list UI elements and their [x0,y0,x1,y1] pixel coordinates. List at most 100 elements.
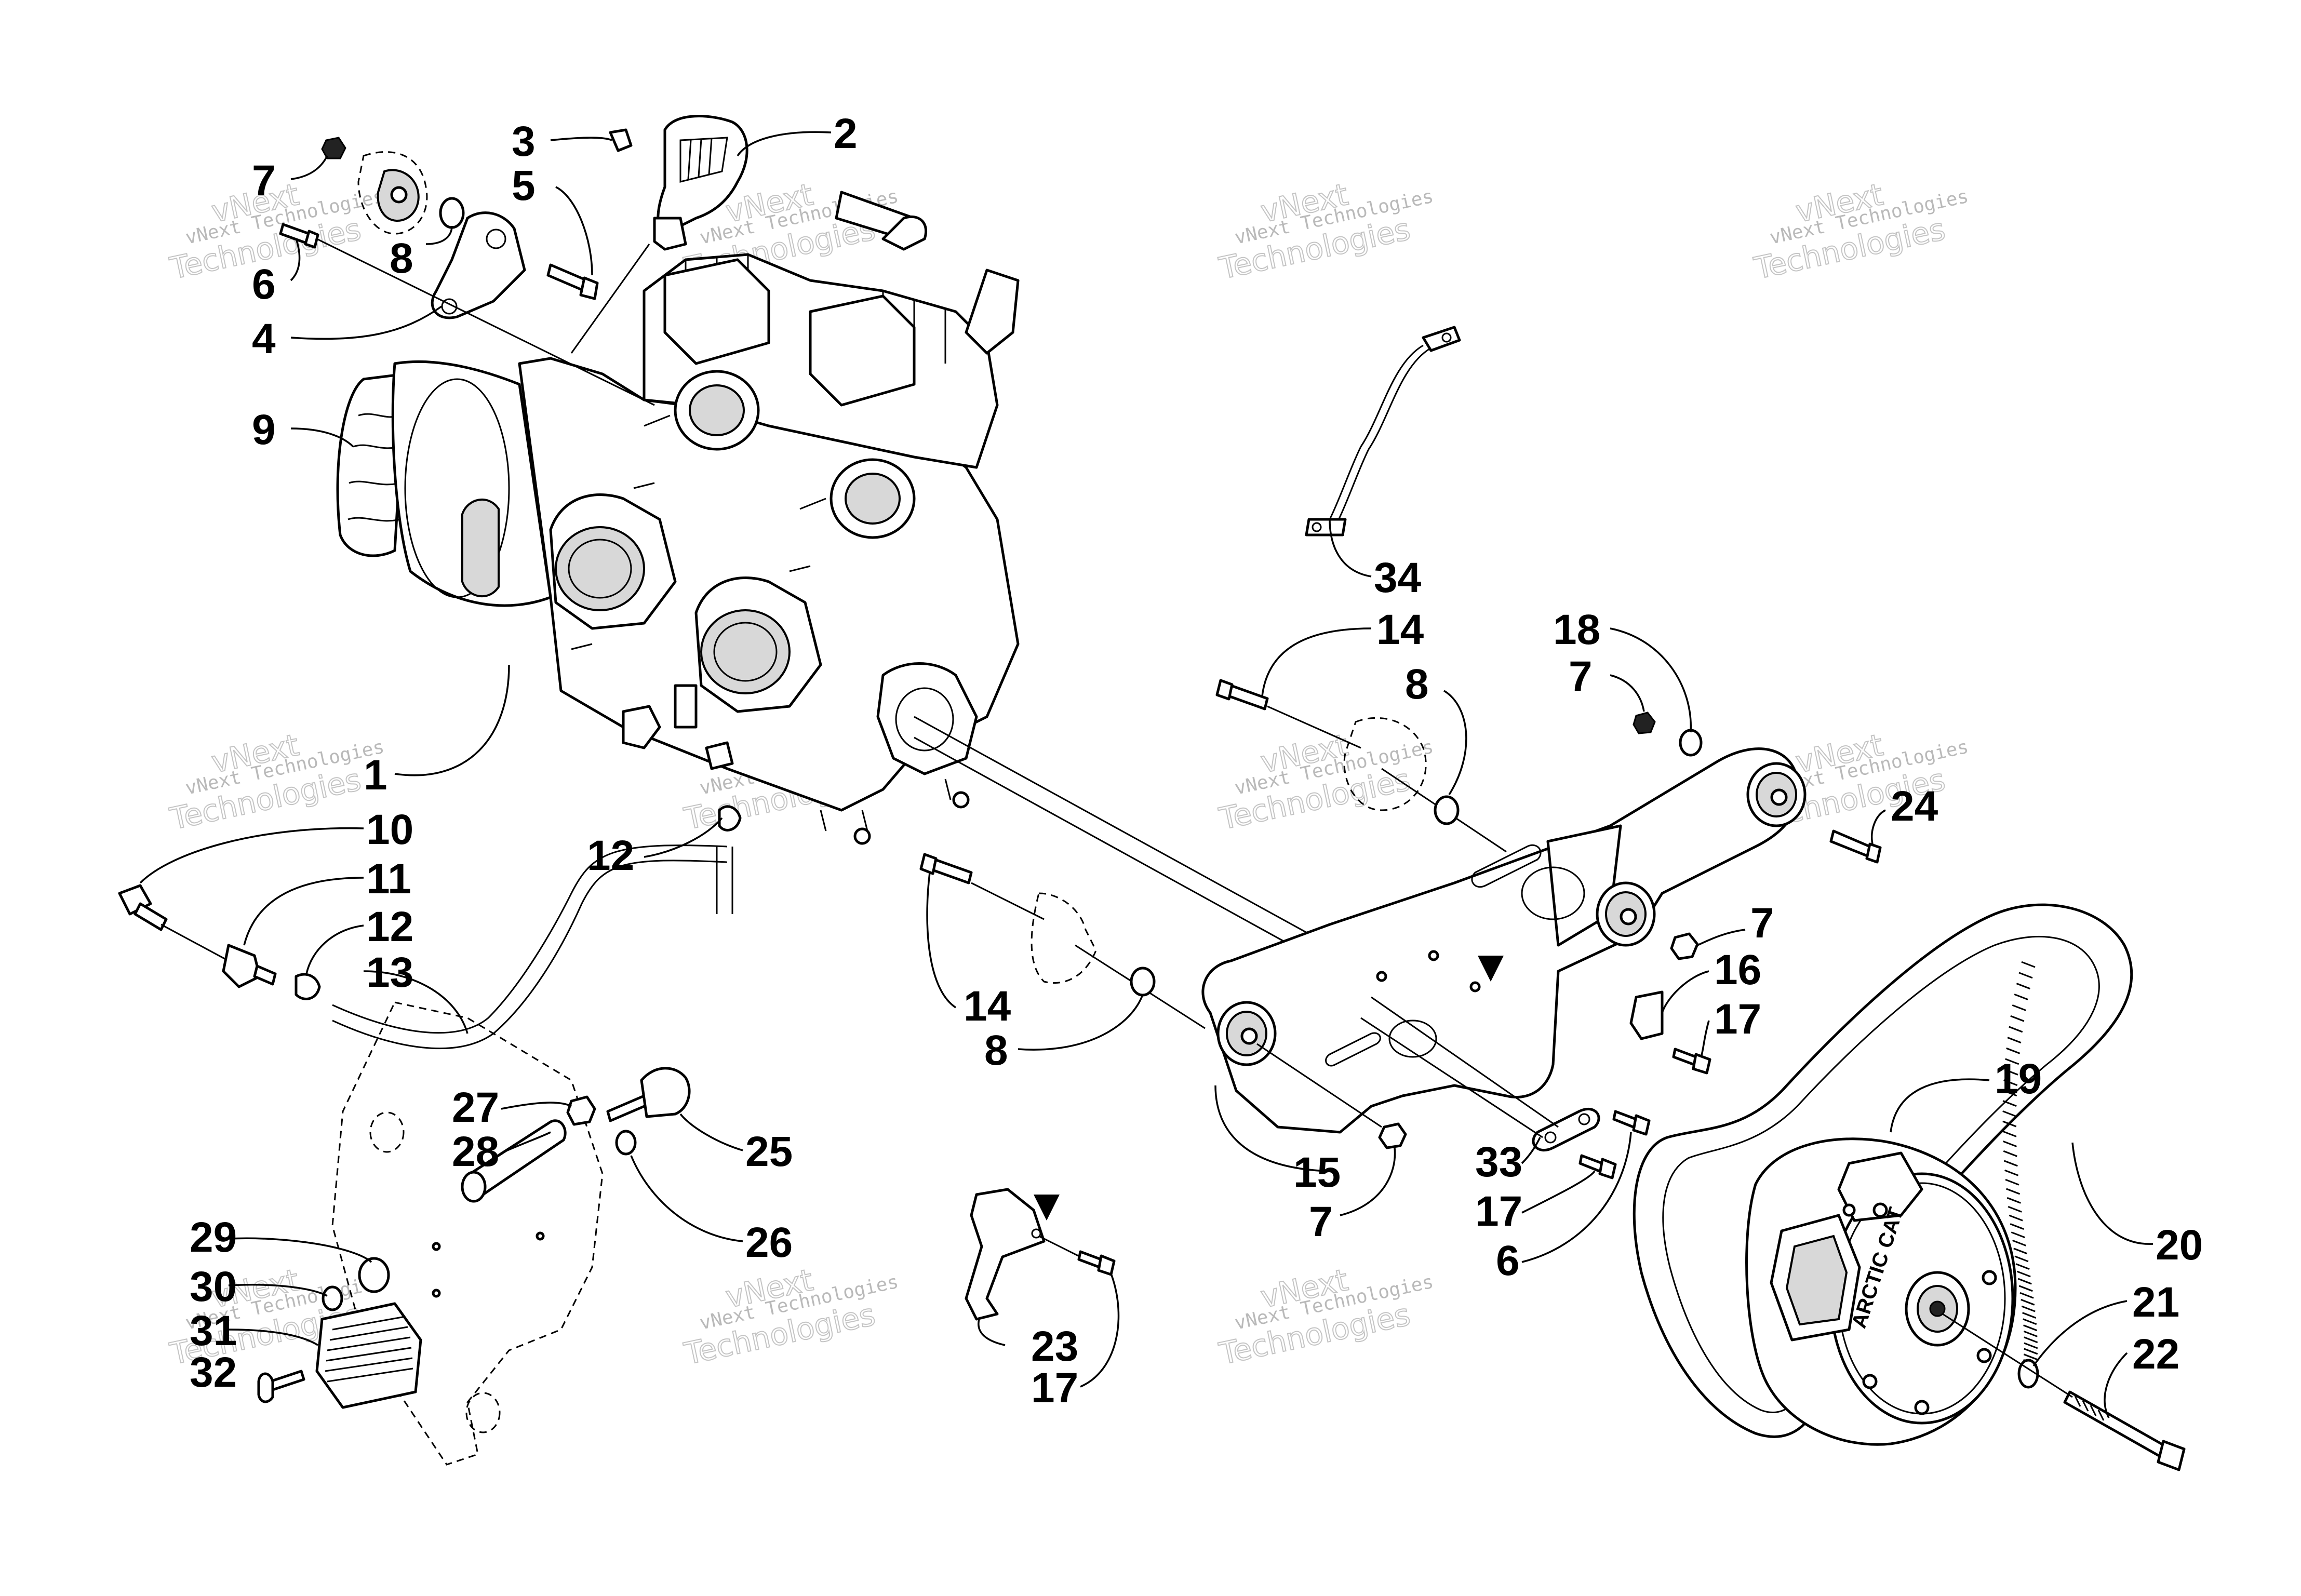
belt-tooth [2003,1150,2017,1157]
belt-tooth [2016,1270,2031,1278]
belt-tooth [2002,1120,2017,1128]
belt-tooth [2002,1130,2017,1137]
callout-13: 13 [366,949,413,996]
belt-tooth [2018,972,2033,979]
callout-4: 4 [252,315,276,363]
belt-tooth [2002,1110,2017,1117]
engine-assembly [336,191,1330,962]
callout-3: 3 [512,118,536,165]
bracket-23 [965,1188,1116,1321]
belt-tooth [2006,1197,2021,1204]
callout-25: 25 [745,1128,793,1175]
callout-17: 17 [1714,996,1761,1043]
belt-tooth [2008,1206,2022,1213]
callout-labels: 1 2 3 4 5 6 6 7 7 7 7 8 8 8 9 10 11 12 1… [190,110,2203,1412]
callout-10: 10 [366,806,413,853]
belt-tooth [2023,1318,2037,1325]
belt-tooth [2017,1278,2032,1285]
belt-tooth [2023,1330,2038,1337]
callout-27: 27 [452,1084,499,1131]
belt-tooth [2003,1079,2018,1086]
callout-7: 7 [252,157,276,204]
belt-tooth [2012,1240,2027,1246]
callout-21: 21 [2132,1279,2179,1326]
belt-tooth [2002,1100,2017,1107]
belt-tooth [2021,961,2036,968]
belt-tooth [2011,1231,2025,1239]
callout-12: 12 [587,832,634,879]
regulator-bracket-group [257,1001,691,1466]
belt-tooth [2003,1141,2017,1147]
clip-3 [609,128,633,152]
callout-30: 30 [190,1263,237,1310]
callout-15: 15 [1293,1149,1341,1196]
callout-16: 16 [1714,946,1761,994]
belt-tooth [2022,1312,2037,1319]
callout-11: 11 [366,855,411,903]
callout-18: 18 [1553,606,1600,653]
belt-tooth [2003,1160,2018,1167]
callout-14: 14 [1376,606,1424,653]
oil-line-assembly [118,805,742,1050]
callout-33: 33 [1475,1138,1522,1186]
belt-tooth [2009,1026,2023,1033]
belt-tooth [2003,1090,2017,1097]
callout-28: 28 [452,1128,499,1175]
callout-17: 17 [1475,1188,1522,1235]
callout-29: 29 [190,1214,237,1261]
callout-8: 8 [390,235,413,282]
callout-6: 6 [252,261,276,308]
belt-tooth [2024,1342,2038,1349]
callout-34: 34 [1374,554,1422,601]
callout-7: 7 [1309,1198,1333,1245]
belt-tooth [2021,1305,2036,1312]
callout-8: 8 [984,1027,1008,1074]
belt-tooth [2005,1178,2019,1186]
callout-19: 19 [1995,1055,2042,1103]
belt-tooth [2010,1015,2025,1022]
callout-23: 23 [1031,1323,1078,1370]
belt-tooth [2009,1214,2023,1222]
belt-tooth [2015,1263,2030,1270]
drive-plate [1034,747,1807,1221]
callout-17: 17 [1031,1364,1078,1412]
belt-tooth [2019,1292,2034,1299]
belt-tooth [2021,1298,2035,1306]
callout-22: 22 [2132,1331,2179,1378]
belt-tooth [2014,1255,2029,1263]
belt-tooth [2004,1068,2018,1076]
engine-mount-upper [279,137,655,406]
belt-tooth [2005,1058,2019,1065]
belt-tooth [2024,1348,2038,1355]
belt-tooth [2018,1285,2033,1292]
callout-20: 20 [2156,1222,2203,1269]
callout-12: 12 [366,903,413,950]
callout-1: 1 [364,752,387,799]
belt-tooth [2016,983,2030,990]
belt-tooth [2023,1353,2038,1361]
ground-strap [1305,326,1461,537]
callout-8: 8 [1405,661,1429,708]
callout-24: 24 [1891,783,1938,830]
belt-tooth [2024,1336,2038,1344]
belt-tooth [2006,1047,2021,1054]
callout-14: 14 [964,983,1011,1030]
belt-tooth [2013,1248,2028,1255]
callout-6: 6 [1496,1237,1520,1284]
callout-9: 9 [252,406,276,453]
callout-7: 7 [1569,653,1593,700]
belt-tooth [2012,1004,2026,1011]
belt-tooth [2007,1037,2022,1044]
callout-31: 31 [190,1307,237,1354]
drive-belt-and-clutch: ARCTIC CAT [1633,903,2186,1471]
starter-handle [570,115,748,354]
belt-tooth [2014,994,2028,1000]
belt-tooth [2004,1169,2019,1176]
belt-tooth [2010,1223,2024,1230]
callout-32: 32 [190,1349,237,1396]
